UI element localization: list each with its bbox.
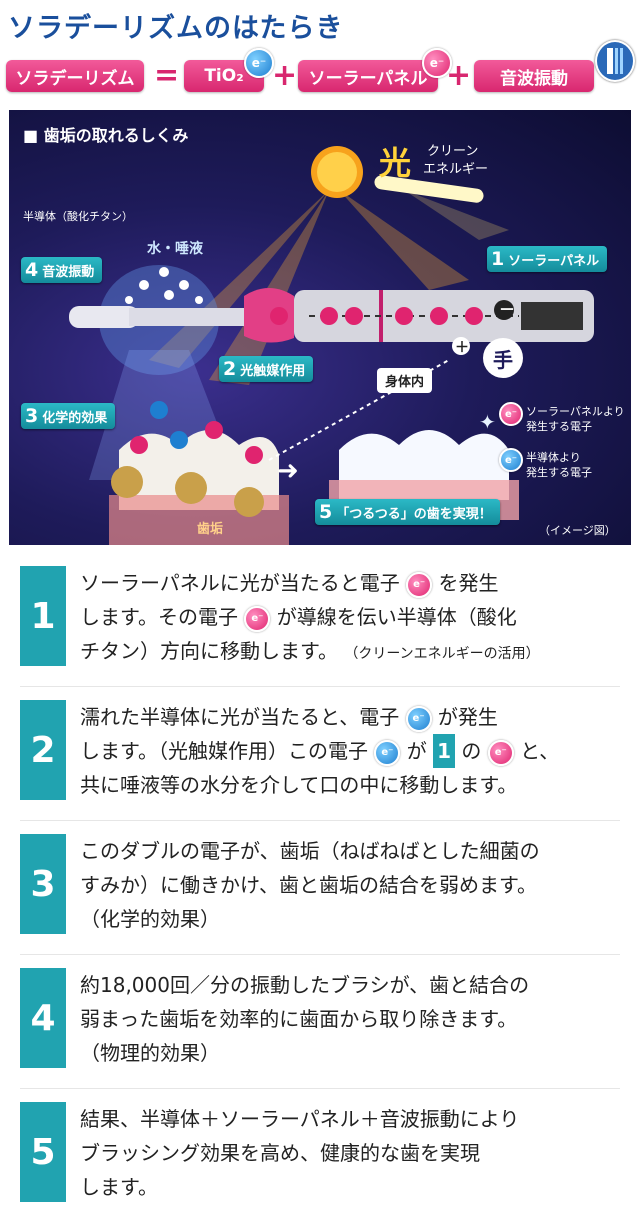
legend-pink-line2: 発生する電子 bbox=[526, 420, 592, 433]
tag-sonic-vibration: 4 音波振動 bbox=[21, 257, 103, 283]
tag-chemical-effect: 3 化学的効果 bbox=[21, 403, 116, 429]
formula-term-soradelism: ソラデーリズム bbox=[6, 60, 144, 92]
tag-solar-panel: 1 ソーラーパネル bbox=[487, 246, 608, 272]
step-text: 約18,000回／分の振動したブラシが、歯と結合の 弱まった歯垢を効率的に歯面か… bbox=[80, 968, 620, 1070]
tag-number: 1 bbox=[491, 248, 505, 270]
tag-label: 「つるつる」の歯を実現！ bbox=[336, 506, 492, 522]
step-text: ソーラーパネルに光が当たると電子 e⁻ を発生 します。その電子 e⁻ が導線を… bbox=[80, 566, 620, 671]
step-line: が bbox=[406, 739, 427, 763]
clean-label: クリーン bbox=[427, 144, 479, 159]
light-label: 光 bbox=[379, 144, 412, 182]
step-line: 濡れた半導体に光が当たると、電子 bbox=[80, 705, 400, 729]
step-number: 3 bbox=[20, 834, 66, 934]
step-number: 5 bbox=[20, 1102, 66, 1202]
step-line: します。その電子 bbox=[80, 605, 238, 629]
divider bbox=[20, 686, 620, 687]
electron-pink-icon: e⁻ bbox=[244, 605, 271, 632]
tag-label: 化学的効果 bbox=[42, 410, 108, 426]
step-number: 1 bbox=[20, 566, 66, 666]
panel-title: ■ 歯垢の取れるしくみ bbox=[23, 126, 189, 145]
plus-sign: ＋ bbox=[455, 340, 469, 356]
legend-pink: ソーラーパネルより 発生する電子 bbox=[526, 404, 625, 434]
formula-term-solar-panel: ソーラーパネル bbox=[298, 60, 438, 92]
sparkle-icon: ✦ bbox=[479, 410, 496, 434]
legend-blue-line2: 発生する電子 bbox=[526, 466, 592, 479]
step-line: すみか）に働きかけ、歯と歯垢の結合を弱めます。 bbox=[80, 873, 537, 897]
formula-bar: ソラデーリズム = TiO₂ e⁻ + ソーラーパネル e⁻ + 音波振動 bbox=[0, 48, 640, 102]
step-number: 2 bbox=[20, 700, 66, 800]
step-number: 4 bbox=[20, 968, 66, 1068]
hand-label: 手 bbox=[483, 338, 523, 378]
image-note: （イメージ図） bbox=[539, 524, 616, 537]
electron-blue-icon: e⁻ bbox=[405, 705, 432, 732]
electron-pink-icon: e⁻ bbox=[422, 48, 452, 78]
divider bbox=[20, 954, 620, 955]
water-saliva-label: 水・唾液 bbox=[147, 241, 203, 257]
semiconductor-label: 半導体（酸化チタン） bbox=[23, 210, 133, 223]
inside-body-label: 身体内 bbox=[377, 368, 433, 393]
formula-term-sonic-vibration: 音波振動 bbox=[474, 60, 594, 92]
arrow-icon: ➜ bbox=[277, 456, 299, 486]
step-line: 共に唾液等の水分を介して口の中に移動します。 bbox=[80, 773, 518, 797]
electron-blue-icon: e⁻ bbox=[374, 739, 401, 766]
plus-sign: + bbox=[272, 58, 298, 93]
step-line: の bbox=[461, 739, 482, 763]
step-line: チタン）方向に移動します。 bbox=[80, 639, 338, 663]
step-line: を発生 bbox=[438, 571, 499, 595]
step-line: します。（光触媒作用）この電子 bbox=[80, 739, 368, 763]
step-text: 結果、半導体＋ソーラーパネル＋音波振動により ブラッシング効果を高め、健康的な歯… bbox=[80, 1102, 620, 1204]
step-line: と、 bbox=[520, 739, 560, 763]
step-line: が導線を伝い半導体（酸化 bbox=[276, 605, 517, 629]
minus-sign: － bbox=[499, 300, 516, 319]
step-line: 結果、半導体＋ソーラーパネル＋音波振動により bbox=[80, 1107, 520, 1131]
step-line: ソーラーパネルに光が当たると電子 bbox=[80, 571, 400, 595]
divider bbox=[20, 820, 620, 821]
step-line: （化学的効果） bbox=[80, 907, 220, 931]
tag-number: 5 bbox=[319, 501, 333, 523]
tag-number: 4 bbox=[25, 259, 39, 281]
electron-pink-icon: e⁻ bbox=[406, 571, 433, 598]
tag-smooth-teeth: 5 「つるつる」の歯を実現！ bbox=[315, 499, 500, 525]
mechanism-diagram: ■ 歯垢の取れるしくみ 光 クリーン エネルギー 半導体（酸化チタン） 水・唾液… bbox=[9, 110, 631, 545]
plaque-label: 歯垢 bbox=[197, 522, 224, 537]
step-ref-badge: 1 bbox=[433, 734, 455, 768]
tag-label: 光触媒作用 bbox=[240, 363, 306, 379]
step-line: します。 bbox=[80, 1175, 158, 1199]
page-title: ソラデーリズムのはたらき bbox=[8, 13, 344, 44]
step-line: （物理的効果） bbox=[80, 1041, 220, 1065]
electron-blue-icon: e⁻ bbox=[244, 48, 274, 78]
divider bbox=[20, 1088, 620, 1089]
step-line: が発生 bbox=[437, 705, 498, 729]
legend-pink-line1: ソーラーパネルより bbox=[526, 405, 625, 418]
tag-label: ソーラーパネル bbox=[508, 253, 600, 269]
step-line: 弱まった歯垢を効率的に歯面から取り除きます。 bbox=[80, 1007, 518, 1031]
legend-blue: 半導体より 発生する電子 bbox=[526, 450, 592, 480]
electron-pink-icon: e⁻ bbox=[487, 739, 514, 766]
step-text: 濡れた半導体に光が当たると、電子 e⁻ が発生 します。（光触媒作用）この電子 … bbox=[80, 700, 620, 802]
tag-photocatalysis: 2 光触媒作用 bbox=[219, 356, 314, 382]
energy-label: エネルギー bbox=[423, 162, 489, 177]
equals-sign: = bbox=[154, 58, 180, 93]
electron-pink-icon: e⁻ bbox=[499, 402, 523, 426]
tag-number: 3 bbox=[25, 405, 39, 427]
step-line: このダブルの電子が、歯垢（ねばねばとした細菌の bbox=[80, 839, 540, 863]
tag-label: 音波振動 bbox=[42, 264, 95, 280]
toothbrush-icon bbox=[595, 40, 635, 82]
step-text: このダブルの電子が、歯垢（ねばねばとした細菌の すみか）に働きかけ、歯と歯垢の結… bbox=[80, 834, 620, 936]
electron-blue-icon: e⁻ bbox=[499, 448, 523, 472]
step-note: （クリーンエネルギーの活用） bbox=[344, 646, 540, 662]
step-line: ブラッシング効果を高め、健康的な歯を実現 bbox=[80, 1141, 480, 1165]
legend-blue-line1: 半導体より bbox=[526, 451, 581, 464]
plus-sign: + bbox=[446, 58, 472, 93]
step-line: 約18,000回／分の振動したブラシが、歯と結合の bbox=[80, 973, 530, 997]
tag-number: 2 bbox=[223, 358, 237, 380]
